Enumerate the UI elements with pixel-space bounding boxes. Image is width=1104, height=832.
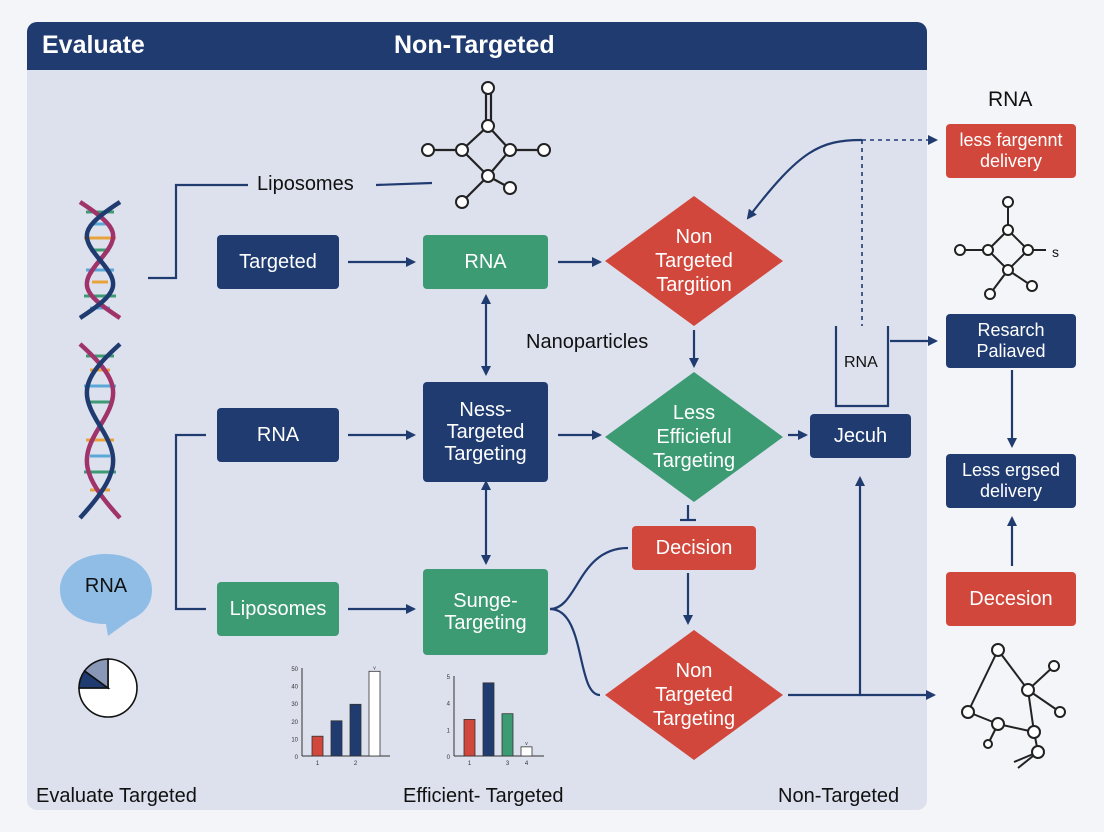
molecule-s-label: s (1052, 244, 1059, 260)
x-tick-label: 4 (525, 761, 529, 767)
label-rna-tube: RNA (844, 354, 878, 371)
molecule-icon-bottom (961, 643, 1066, 769)
x-tick-label: 2 (354, 761, 358, 767)
bar (482, 682, 495, 757)
box-decision: Decision (632, 526, 756, 570)
speech-bubble-icon (60, 554, 152, 636)
connector-sunge-diamond3 (549, 607, 601, 697)
connector-sunge-decision (549, 546, 629, 611)
y-tick-label: 20 (291, 720, 298, 726)
bar (463, 719, 476, 757)
y-tick-label: 0 (447, 755, 451, 761)
pie-slice (83, 658, 109, 690)
x-tick-label: 1 (316, 761, 320, 767)
label-liposomes: Liposomes (257, 173, 354, 195)
diamond-shape-1 (605, 196, 783, 326)
box-targeted: Targeted (217, 235, 339, 289)
bar-top-label: v (525, 741, 528, 747)
box-rna-green: RNA (423, 235, 548, 289)
diamond-less-efficieful-targeting: Less Efficieful Targeting (652, 402, 736, 472)
molecule-icon-top (421, 81, 551, 209)
y-tick-label: 4 (447, 702, 451, 708)
y-tick-label: 10 (291, 737, 298, 743)
y-tick-label: 0 (295, 755, 299, 761)
box-ness-targeted: Ness- Targeted Targeting (423, 382, 548, 482)
y-tick-label: 40 (291, 685, 298, 691)
connector-liposomes-molecule (375, 181, 433, 187)
y-tick-label: 30 (291, 702, 298, 708)
diamond-shape-2 (605, 372, 783, 502)
bar-chart-2: 5 4 1 0 v 1 3 4 (447, 675, 544, 767)
dna-helix-icon-2 (78, 342, 122, 520)
footer-left: Evaluate Targeted (36, 785, 197, 807)
bar (330, 720, 343, 757)
footer-right: Non-Targeted (778, 785, 900, 807)
box-resarch-paliaved: Resarch Paliaved (946, 314, 1076, 368)
header-bar (27, 22, 927, 70)
x-tick-label: 3 (506, 761, 510, 767)
y-tick-label: 50 (291, 667, 298, 673)
arrow-diamond3-jecuh (788, 476, 865, 697)
box-less-fargennt-delivery: less fargennt delivery (946, 124, 1076, 178)
bar-chart-1: 50 40 30 20 10 0 v 1 2 (291, 665, 390, 767)
box-liposomes: Liposomes (217, 582, 339, 636)
box-sunge-targeting: Sunge- Targeting (423, 569, 548, 655)
y-tick-label: 5 (447, 675, 451, 681)
pie-chart-icon (78, 658, 138, 718)
box-rna-navy: RNA (217, 408, 339, 462)
label-rna-top-right: RNA (988, 88, 1033, 111)
diamond-non-targeted-targeting: Non Targeted Targeting (652, 660, 736, 730)
bar (520, 746, 533, 757)
bar (311, 735, 324, 757)
header-left-title: Evaluate (42, 31, 145, 59)
pie-slice (78, 658, 138, 718)
dna-helix-icon (78, 200, 122, 320)
arrow-top-to-diamond1 (746, 138, 863, 220)
footer-center: Efficient- Targeted (403, 785, 564, 807)
label-nanoparticles: Nanoparticles (526, 331, 649, 353)
molecule-icon-right (954, 196, 1046, 300)
diamond-shape-3 (605, 630, 783, 760)
connector-dna-liposomes (148, 183, 248, 280)
y-tick-label: 1 (447, 728, 451, 734)
connector-rna-liposomes (174, 433, 206, 611)
bar-top-label: v (373, 665, 376, 671)
box-decesion: Decesion (946, 572, 1076, 626)
bubble-rna-label: RNA (84, 575, 128, 597)
header-center-title: Non-Targeted (394, 31, 555, 59)
bar (501, 713, 514, 757)
x-tick-label: 1 (468, 761, 472, 767)
bar (368, 670, 381, 757)
box-jecuh: Jecuh (810, 414, 911, 458)
diamond-non-targeted-targition: Non Targeted Targition (655, 226, 733, 296)
bar (349, 703, 362, 757)
box-less-ergsed-delivery: Less ergsed delivery (946, 454, 1076, 508)
rna-tube (834, 326, 890, 408)
